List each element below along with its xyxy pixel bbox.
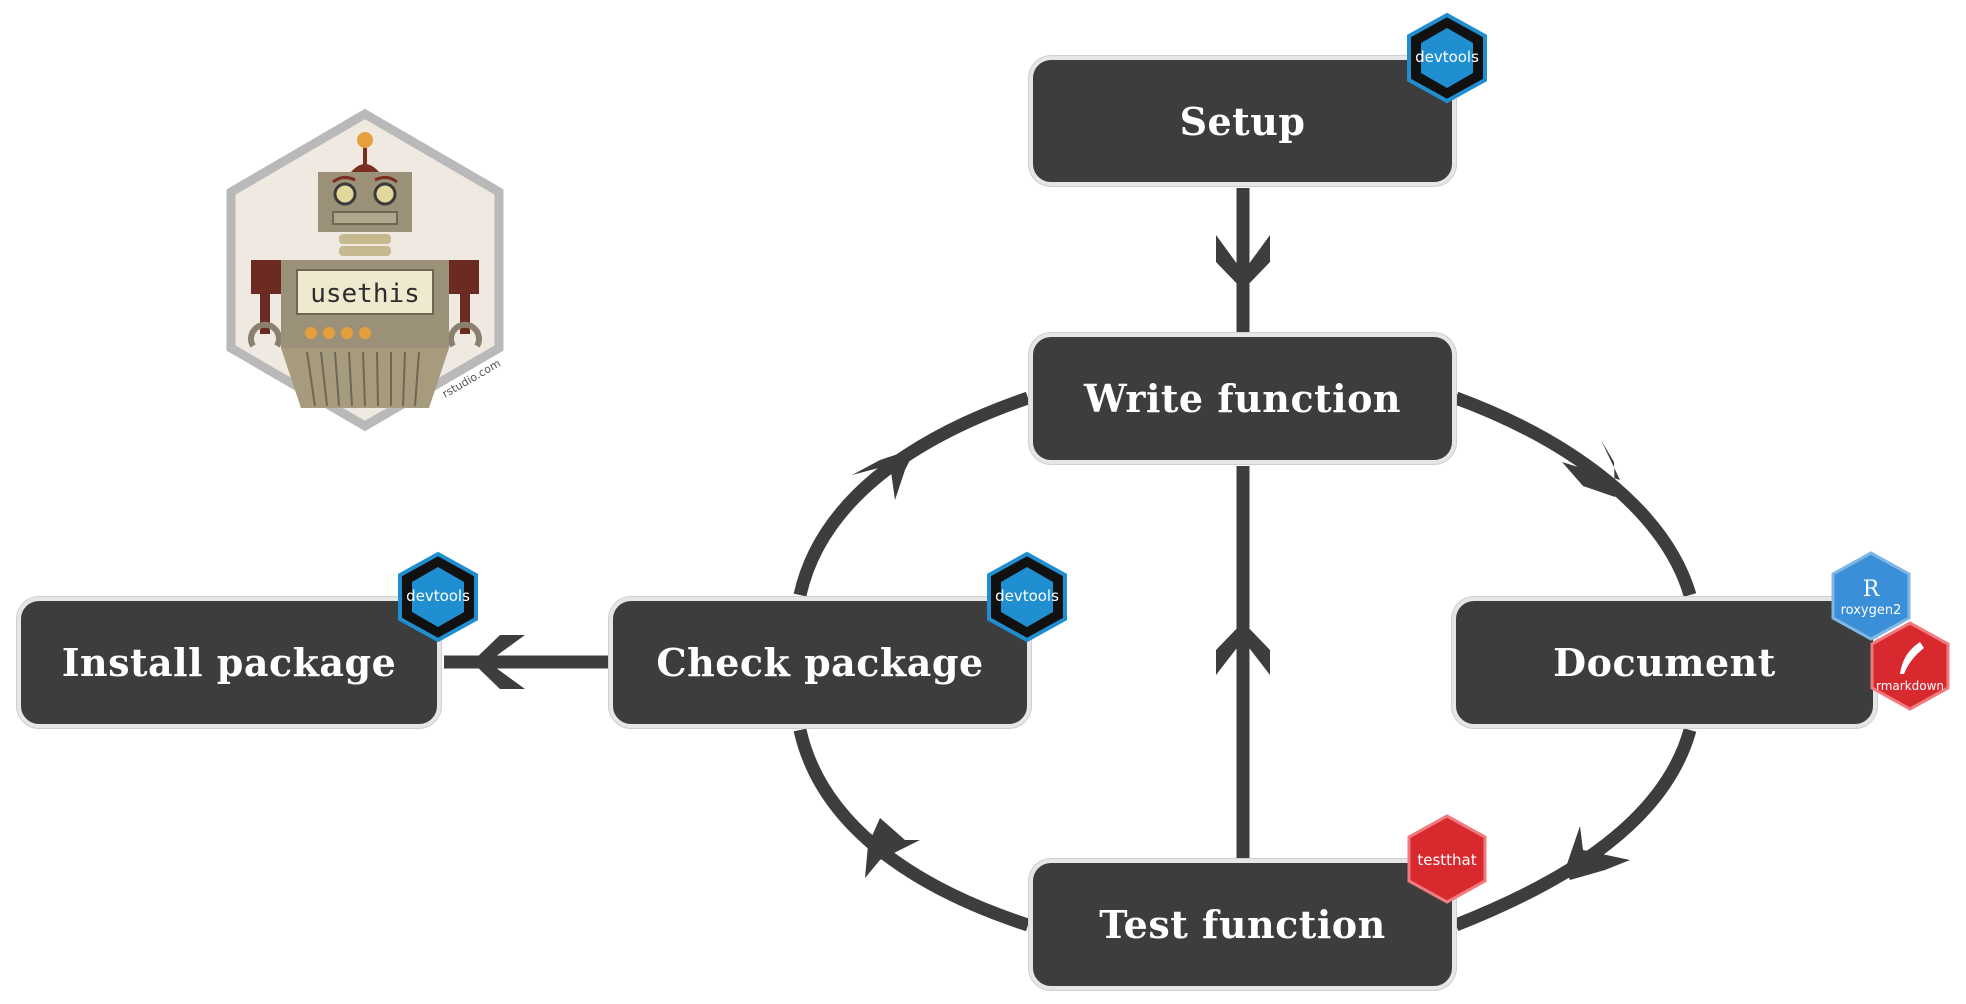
quill-icon — [1900, 642, 1924, 674]
node-check-package: Check package — [609, 597, 1031, 728]
roxygen2-r-icon: R — [1863, 577, 1881, 602]
arrow-write-to-document — [1453, 391, 1697, 597]
devtools-badge-check: devtools — [987, 551, 1067, 643]
devtools-badge-setup-text: devtools — [1415, 48, 1479, 66]
arrowhead-check-to-install — [472, 635, 525, 689]
usethis-logo-text: usethis — [310, 279, 420, 309]
devtools-badge-install-text: devtools — [406, 587, 470, 605]
node-install-package: Install package — [17, 597, 441, 728]
devtools-badge-check-text: devtools — [995, 587, 1059, 605]
arrowhead-test-to-write — [1216, 622, 1270, 675]
arrow-document-to-test — [1453, 728, 1697, 932]
arrowhead-test-to-check — [865, 818, 920, 878]
testthat-badge: testthat — [1407, 814, 1487, 904]
node-write-function: Write function — [1029, 333, 1456, 464]
node-install-package-label: Install package — [61, 640, 397, 685]
arrowhead-check-to-write — [852, 448, 916, 500]
roxygen2-badge: R roxygen2 — [1831, 551, 1911, 641]
arrowhead-setup-to-write — [1216, 235, 1270, 290]
arrowhead-write-to-document — [1562, 440, 1620, 497]
roxygen2-badge-text: roxygen2 — [1841, 603, 1902, 618]
testthat-badge-text: testthat — [1417, 851, 1476, 869]
node-test-function: Test function — [1029, 859, 1456, 990]
node-test-function-label: Test function — [1099, 902, 1386, 947]
arrow-test-to-check — [793, 728, 1031, 932]
node-setup-label: Setup — [1179, 98, 1306, 144]
devtools-badge-install: devtools — [398, 551, 478, 643]
devtools-badge-setup: devtools — [1407, 12, 1487, 104]
node-setup: Setup — [1029, 56, 1456, 186]
arrow-check-to-write — [793, 391, 1031, 597]
rmarkdown-badge: rmarkdown — [1870, 621, 1950, 711]
usethis-hex-logo: usethis rstudio.com — [226, 108, 504, 432]
rmarkdown-badge-text: rmarkdown — [1876, 679, 1944, 693]
arrowhead-document-to-test — [1565, 826, 1630, 880]
node-document-label: Document — [1553, 640, 1776, 685]
node-check-package-label: Check package — [656, 640, 984, 685]
node-write-function-label: Write function — [1083, 376, 1402, 421]
node-document: Document — [1452, 597, 1877, 728]
